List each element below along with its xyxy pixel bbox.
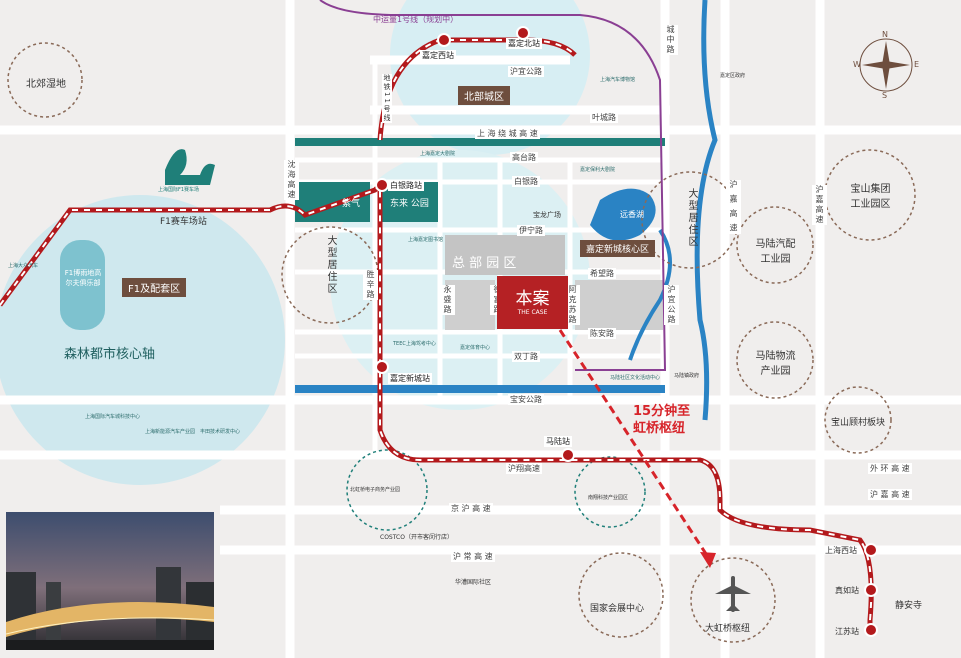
malu-gov-label: 马陆镇政府 [674, 373, 700, 379]
callout-line2: 虹桥枢纽 [633, 421, 686, 436]
big-residential-right: 大型居住区 [686, 188, 697, 248]
road-huxiang: 沪翔高速 [506, 463, 542, 474]
yuanxiang-lake [590, 188, 656, 241]
baoan-strip [295, 385, 665, 393]
jiangsu-station: 江苏站 [835, 627, 859, 636]
compass-e: E [914, 60, 920, 69]
inset-photo [6, 512, 214, 650]
poi-label: 马陆社区文化活动中心 [610, 375, 661, 381]
road-waihuan: 外 环 高 速 [868, 463, 912, 474]
f1-zone-label: F1及配套区 [122, 278, 187, 297]
nanxiang-label: 南翔科技产业园区 [588, 495, 629, 501]
compass-s: S [882, 91, 888, 100]
poi-label: 上海嘉定图书馆 [408, 237, 444, 243]
poi-label: TEEC上海驾考中心 [393, 341, 436, 347]
dongji-park-label: 东来 公园 [390, 199, 429, 209]
poi-label: 嘉定体育中心 [460, 345, 491, 351]
road-hujia: 沪 嘉 高 速 [868, 489, 912, 500]
project-marker[interactable]: 本案 THE CASE [497, 276, 568, 329]
road-jiahuang: 沪 嘉 高 速 [726, 180, 741, 234]
callout-line1: 15分钟至 [633, 404, 691, 419]
compass-n: N [882, 30, 888, 39]
yuanxiang-lake-label: 远香湖 [620, 210, 644, 219]
airplane-icon [715, 576, 751, 612]
road-chengzhong: 城中路 [663, 25, 678, 55]
road-baoan: 宝安公路 [508, 394, 544, 405]
malu-auto-label: 马陆汽配工业园 [755, 239, 796, 265]
zishui-label: 紫气 [342, 199, 361, 209]
hongqiao-label: 大虹桥枢纽 [705, 624, 751, 634]
hq-park-label: 总 部 园 区 [452, 256, 517, 271]
road-yongsheng: 永盛路 [440, 285, 455, 315]
project-title: 本案 [515, 289, 550, 309]
costco-label: COSTCO（开市客闵行店） [380, 534, 453, 541]
line11-label: 地铁11号线 [382, 74, 392, 123]
big-residential-left: 大型居住区 [325, 235, 336, 295]
malu-station: 马陆站 [544, 436, 572, 447]
road-huchang: 沪 常 高 速 [451, 551, 495, 562]
road-shensha: 沈海高速 [284, 160, 299, 200]
project-subtitle: THE CASE [517, 309, 548, 316]
north-wetland-label: 北郊湿地 [26, 79, 66, 90]
baoshan-group-label: 宝山集团工业园区 [850, 184, 891, 210]
road-huyi-top: 沪宜公路 [508, 66, 544, 77]
outer-ring-strip [295, 138, 665, 146]
road-hujia-right: 沪嘉高速 [812, 185, 827, 225]
road-jinghu: 京 沪 高 速 [449, 503, 493, 514]
jiading-gov-label: 嘉定区政府 [720, 73, 746, 79]
compass [859, 38, 913, 92]
jiading-core-label: 嘉定新城核心区 [580, 240, 656, 257]
line1-label: 中运量1号线（规划中） [373, 15, 459, 24]
national-expo-label: 国家会展中心 [590, 604, 645, 614]
road-chenan: 陈安路 [588, 328, 616, 339]
zhenru-station: 真如站 [835, 586, 859, 595]
road-akesu: 阿克苏路 [565, 285, 580, 325]
forest-axis-label: 森林都市核心轴 [64, 347, 156, 362]
f1-circuit-station: F1赛车场站 [160, 217, 207, 227]
jiading-industrial-label: 北虹桥电子商务产业园 [350, 487, 401, 493]
jiading-xincheng-station: 嘉定新城站 [388, 373, 432, 384]
poi-label: 丰田技术研发中心 [200, 429, 241, 435]
line1-path [319, 0, 667, 371]
road-gaotai: 高台路 [510, 152, 538, 163]
hq-park-block [445, 235, 565, 275]
shanghai-f1-label: 上海国际F1赛车场 [158, 187, 200, 193]
road-huyi-mid: 沪宜公路 [664, 285, 679, 325]
poi-label: 嘉定保利大剧院 [580, 167, 616, 173]
road-outer-ring: 上 海 绕 城 高 速 [475, 128, 540, 139]
road-shengxin: 胜辛路 [363, 270, 378, 300]
f1-club-shape [60, 240, 105, 330]
road-yining: 伊宁路 [517, 225, 545, 236]
poi-label: 上海大众汽车 [8, 263, 39, 269]
baoshan-village-label: 宝山顾村板块 [831, 418, 886, 428]
road-xiwang: 希望路 [588, 268, 616, 279]
river [694, 0, 718, 421]
forest-zone-circle [0, 195, 285, 485]
malu-logistics-label: 马陆物流产业园 [755, 351, 796, 377]
poi-label: 上海新能源汽车产业园 [145, 429, 196, 435]
jingan-temple-label: 静安寺 [895, 601, 923, 611]
poi-label: 上海嘉定大剧院 [420, 151, 456, 157]
compass-w: W [853, 60, 861, 69]
f1-logo-icon [165, 149, 215, 185]
route-callout: 15分钟至 虹桥枢纽 [633, 403, 690, 437]
road-baiyin: 白银路 [512, 176, 540, 187]
huaxin-label: 华漕国际社区 [455, 579, 492, 586]
poi-label: 上海汽车博物馆 [600, 77, 636, 83]
jiading-west-station: 嘉定西站 [420, 50, 456, 61]
baolong-label: 宝龙广场 [533, 211, 561, 219]
road-yecheng: 叶城路 [590, 112, 618, 123]
north-city-label: 北部城区 [458, 86, 510, 105]
f1-club-label: F1博雨地高尔夫俱乐部 [64, 269, 102, 287]
road-shuangding: 双丁路 [512, 351, 540, 362]
poi-label: 上海国际汽车城科技中心 [85, 414, 141, 420]
shanghai-west-station: 上海西站 [825, 546, 857, 555]
route-arrow [558, 329, 712, 561]
baiyin-station: 白银路站 [388, 180, 424, 191]
jiading-north-station: 嘉定北站 [506, 38, 542, 49]
